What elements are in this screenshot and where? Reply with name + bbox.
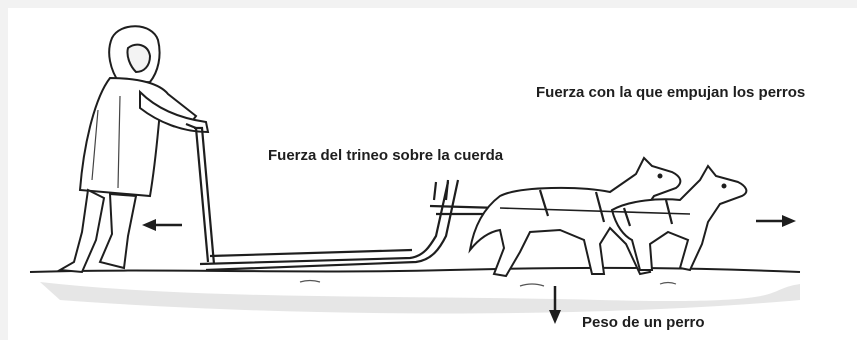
arrow-left-icon (142, 219, 182, 231)
dog-icon (468, 156, 748, 278)
snow-ground (29, 266, 801, 314)
dogs-force-label: Fuerza con la que empujan los perros (536, 84, 806, 101)
arrow-right-icon (756, 215, 796, 227)
arrow-down-icon (549, 286, 561, 324)
sled-icon (185, 122, 502, 272)
sled-force-label: Fuerza del trineo sobre la cuerda (268, 147, 504, 164)
dog-weight-label: Peso de un perro (582, 314, 705, 331)
man-icon (56, 25, 210, 274)
